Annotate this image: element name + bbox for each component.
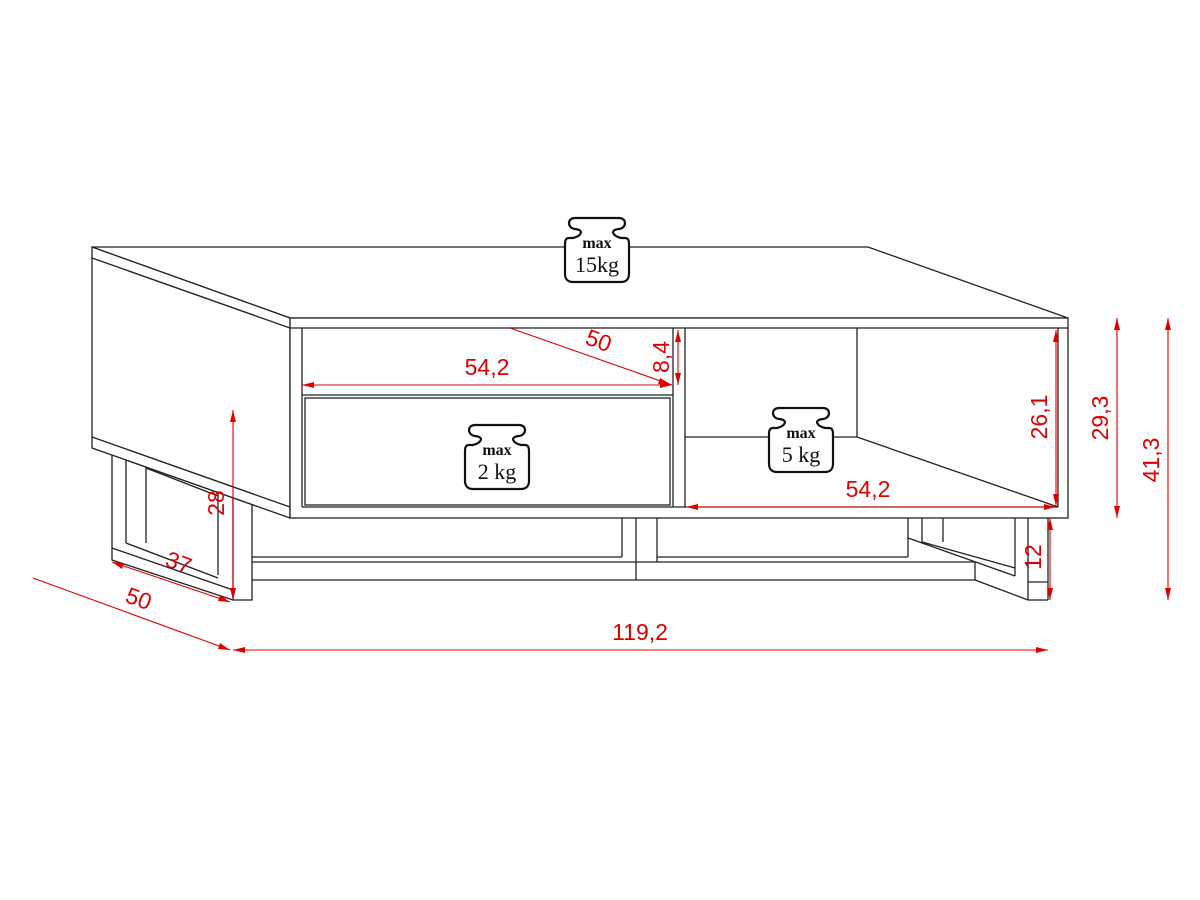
dim-leg-height: 28 — [203, 490, 229, 516]
base-frame — [252, 518, 1049, 601]
front-face — [289, 317, 1069, 519]
weight-value: 15kg — [575, 252, 619, 277]
dim-shelf-height: 26,1 — [1026, 395, 1052, 440]
dim-drawer-height: 8,4 — [648, 341, 674, 373]
dim-total-depth: 50 — [122, 582, 155, 615]
dim-drawer-width: 54,2 — [465, 354, 510, 380]
weight-label: max — [786, 425, 815, 442]
weight-value: 5 kg — [782, 442, 821, 467]
weight-label: max — [582, 235, 611, 252]
table-body — [91, 246, 1069, 519]
dim-shelf-width: 54,2 — [846, 476, 891, 502]
dimension-labels: 50 54,2 8,4 26,1 54,2 29,3 41,3 12 28 37… — [122, 324, 1164, 645]
dim-body-height: 29,3 — [1087, 396, 1113, 441]
dim-total-height: 41,3 — [1138, 438, 1164, 483]
dim-total-width: 119,2 — [612, 619, 668, 645]
weight-icon-drawer: max 2 kg — [463, 423, 531, 491]
dim-base-height: 12 — [1020, 544, 1046, 570]
weight-label: max — [482, 442, 511, 459]
weight-value: 2 kg — [478, 459, 517, 484]
drawer-front — [304, 397, 671, 506]
dimension-lines — [32, 318, 1171, 653]
weight-icon-shelf: max 5 kg — [767, 406, 835, 474]
weight-icon-top: max 15kg — [563, 216, 631, 284]
